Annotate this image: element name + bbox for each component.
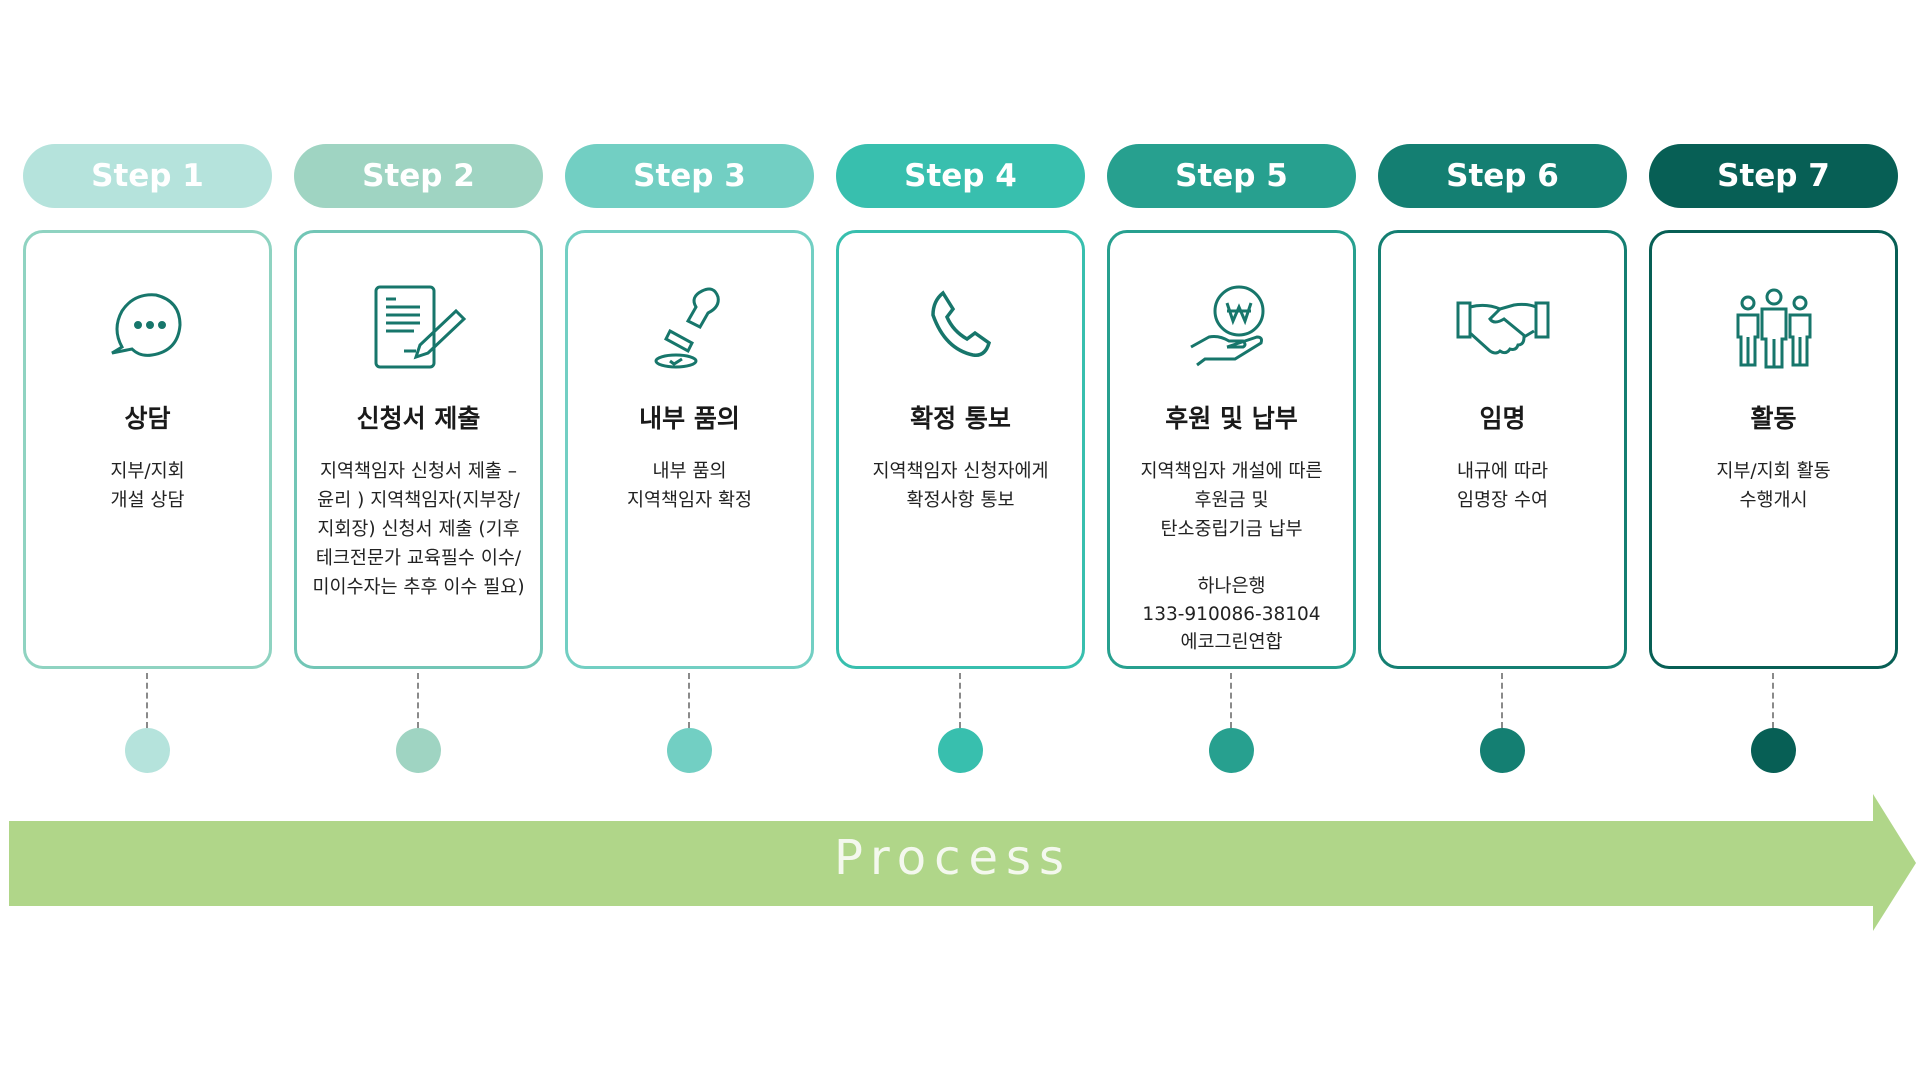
- step-card: 내부 품의 내부 품의 지역책임자 확정: [565, 230, 814, 669]
- step-4: Step 4 확정 통보 지역책임자 신청자에게 확정사항 통보: [836, 144, 1085, 773]
- step-badge: Step 4: [836, 144, 1085, 208]
- timeline-dot: [938, 728, 983, 773]
- step-card: 확정 통보 지역책임자 신청자에게 확정사항 통보: [836, 230, 1085, 669]
- connector-line: [1501, 673, 1503, 728]
- timeline-dot: [1209, 728, 1254, 773]
- connector-line: [959, 673, 961, 728]
- step-5: Step 5 후원 및 납부 지역책임자 개설에 따른 후원금 및 탄소중립기금…: [1107, 144, 1356, 773]
- step-3: Step 3 내부 품의 내부 품의 지역책임자 확정: [565, 144, 814, 773]
- connector-line: [1230, 673, 1232, 728]
- step-title: 후원 및 납부: [1165, 404, 1298, 433]
- step-card: 후원 및 납부 지역책임자 개설에 따른 후원금 및 탄소중립기금 납부 하나은…: [1107, 230, 1356, 669]
- step-card: 임명 내규에 따라 임명장 수여: [1378, 230, 1627, 669]
- step-7: Step 7 활동 지부/지회 활동 수행개시: [1649, 144, 1898, 773]
- step-badge: Step 7: [1649, 144, 1898, 208]
- step-description: 내규에 따라 임명장 수여: [1457, 461, 1548, 511]
- timeline-dot: [1480, 728, 1525, 773]
- step-description: 지부/지회 개설 상담: [110, 461, 185, 511]
- step-title: 확정 통보: [910, 404, 1011, 433]
- timeline-dot: [125, 728, 170, 773]
- connector-line: [688, 673, 690, 728]
- process-label: Process: [833, 830, 1073, 886]
- chat-bubble-icon: [26, 277, 269, 373]
- step-card: 상담 지부/지회 개설 상담: [23, 230, 272, 669]
- step-title: 활동: [1750, 404, 1797, 433]
- bank-account-info: 하나은행 133-910086-38104 에코그린연합: [1142, 576, 1321, 653]
- step-card: 신청서 제출 지역책임자 신청서 제출 – 윤리 ) 지역책임자(지부장/ 지회…: [294, 230, 543, 669]
- step-badge: Step 5: [1107, 144, 1356, 208]
- handshake-icon: [1381, 277, 1624, 373]
- step-badge: Step 2: [294, 144, 543, 208]
- step-2: Step 2 신청서 제출 지역책임자 신청서 제출 – 윤리 ) 지역책임자(…: [294, 144, 543, 773]
- timeline-dot: [396, 728, 441, 773]
- step-description: 지부/지회 활동 수행개시: [1716, 461, 1831, 511]
- step-card: 활동 지부/지회 활동 수행개시: [1649, 230, 1898, 669]
- step-description: 지역책임자 개설에 따른 후원금 및 탄소중립기금 납부: [1140, 461, 1323, 540]
- connector-line: [1772, 673, 1774, 728]
- group-people-icon: [1652, 277, 1895, 373]
- timeline-dot: [1751, 728, 1796, 773]
- timeline-dot: [667, 728, 712, 773]
- step-title: 상담: [124, 404, 171, 433]
- step-badge: Step 1: [23, 144, 272, 208]
- step-description: 내부 품의 지역책임자 확정: [626, 461, 753, 511]
- step-6: Step 6 임명 내규에 따라 임명장 수여: [1378, 144, 1627, 773]
- step-badge: Step 3: [565, 144, 814, 208]
- connector-line: [417, 673, 419, 728]
- step-description: 지역책임자 신청자에게 확정사항 통보: [872, 461, 1049, 511]
- step-title: 내부 품의: [639, 404, 740, 433]
- step-badge: Step 6: [1378, 144, 1627, 208]
- phone-icon: [839, 277, 1082, 373]
- coin-hand-icon: [1110, 277, 1353, 373]
- document-pen-icon: [297, 277, 540, 373]
- step-title: 임명: [1479, 404, 1526, 433]
- step-title: 신청서 제출: [356, 404, 481, 433]
- step-1: Step 1 상담 지부/지회 개설 상담: [23, 144, 272, 773]
- stamp-icon: [568, 277, 811, 373]
- step-description: 지역책임자 신청서 제출 – 윤리 ) 지역책임자(지부장/ 지회장) 신청서 …: [312, 461, 525, 598]
- connector-line: [146, 673, 148, 728]
